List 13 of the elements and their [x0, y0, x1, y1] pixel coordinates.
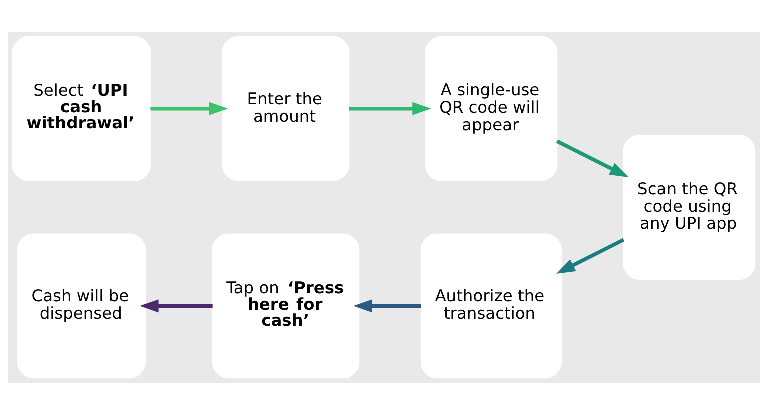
- arrow: [140, 299, 213, 312]
- arrow: [349, 102, 432, 115]
- node-box: Select ‘UPI cash withdrawal’: [12, 36, 152, 181]
- node-box: Scan the QR code using any UPI app: [623, 134, 756, 280]
- arrow: [150, 102, 228, 115]
- arrow: [354, 299, 422, 312]
- node-box: Tap on ‘Press here for cash’: [212, 233, 360, 378]
- node-box: Cash will be dispensed: [17, 233, 146, 378]
- node-box: Authorize the transaction: [420, 233, 562, 378]
- node-box: Enter the amount: [222, 36, 350, 181]
- node-box: A single-use QR code will appear: [425, 36, 558, 181]
- arrow: [556, 139, 629, 177]
- arrow: [556, 238, 625, 274]
